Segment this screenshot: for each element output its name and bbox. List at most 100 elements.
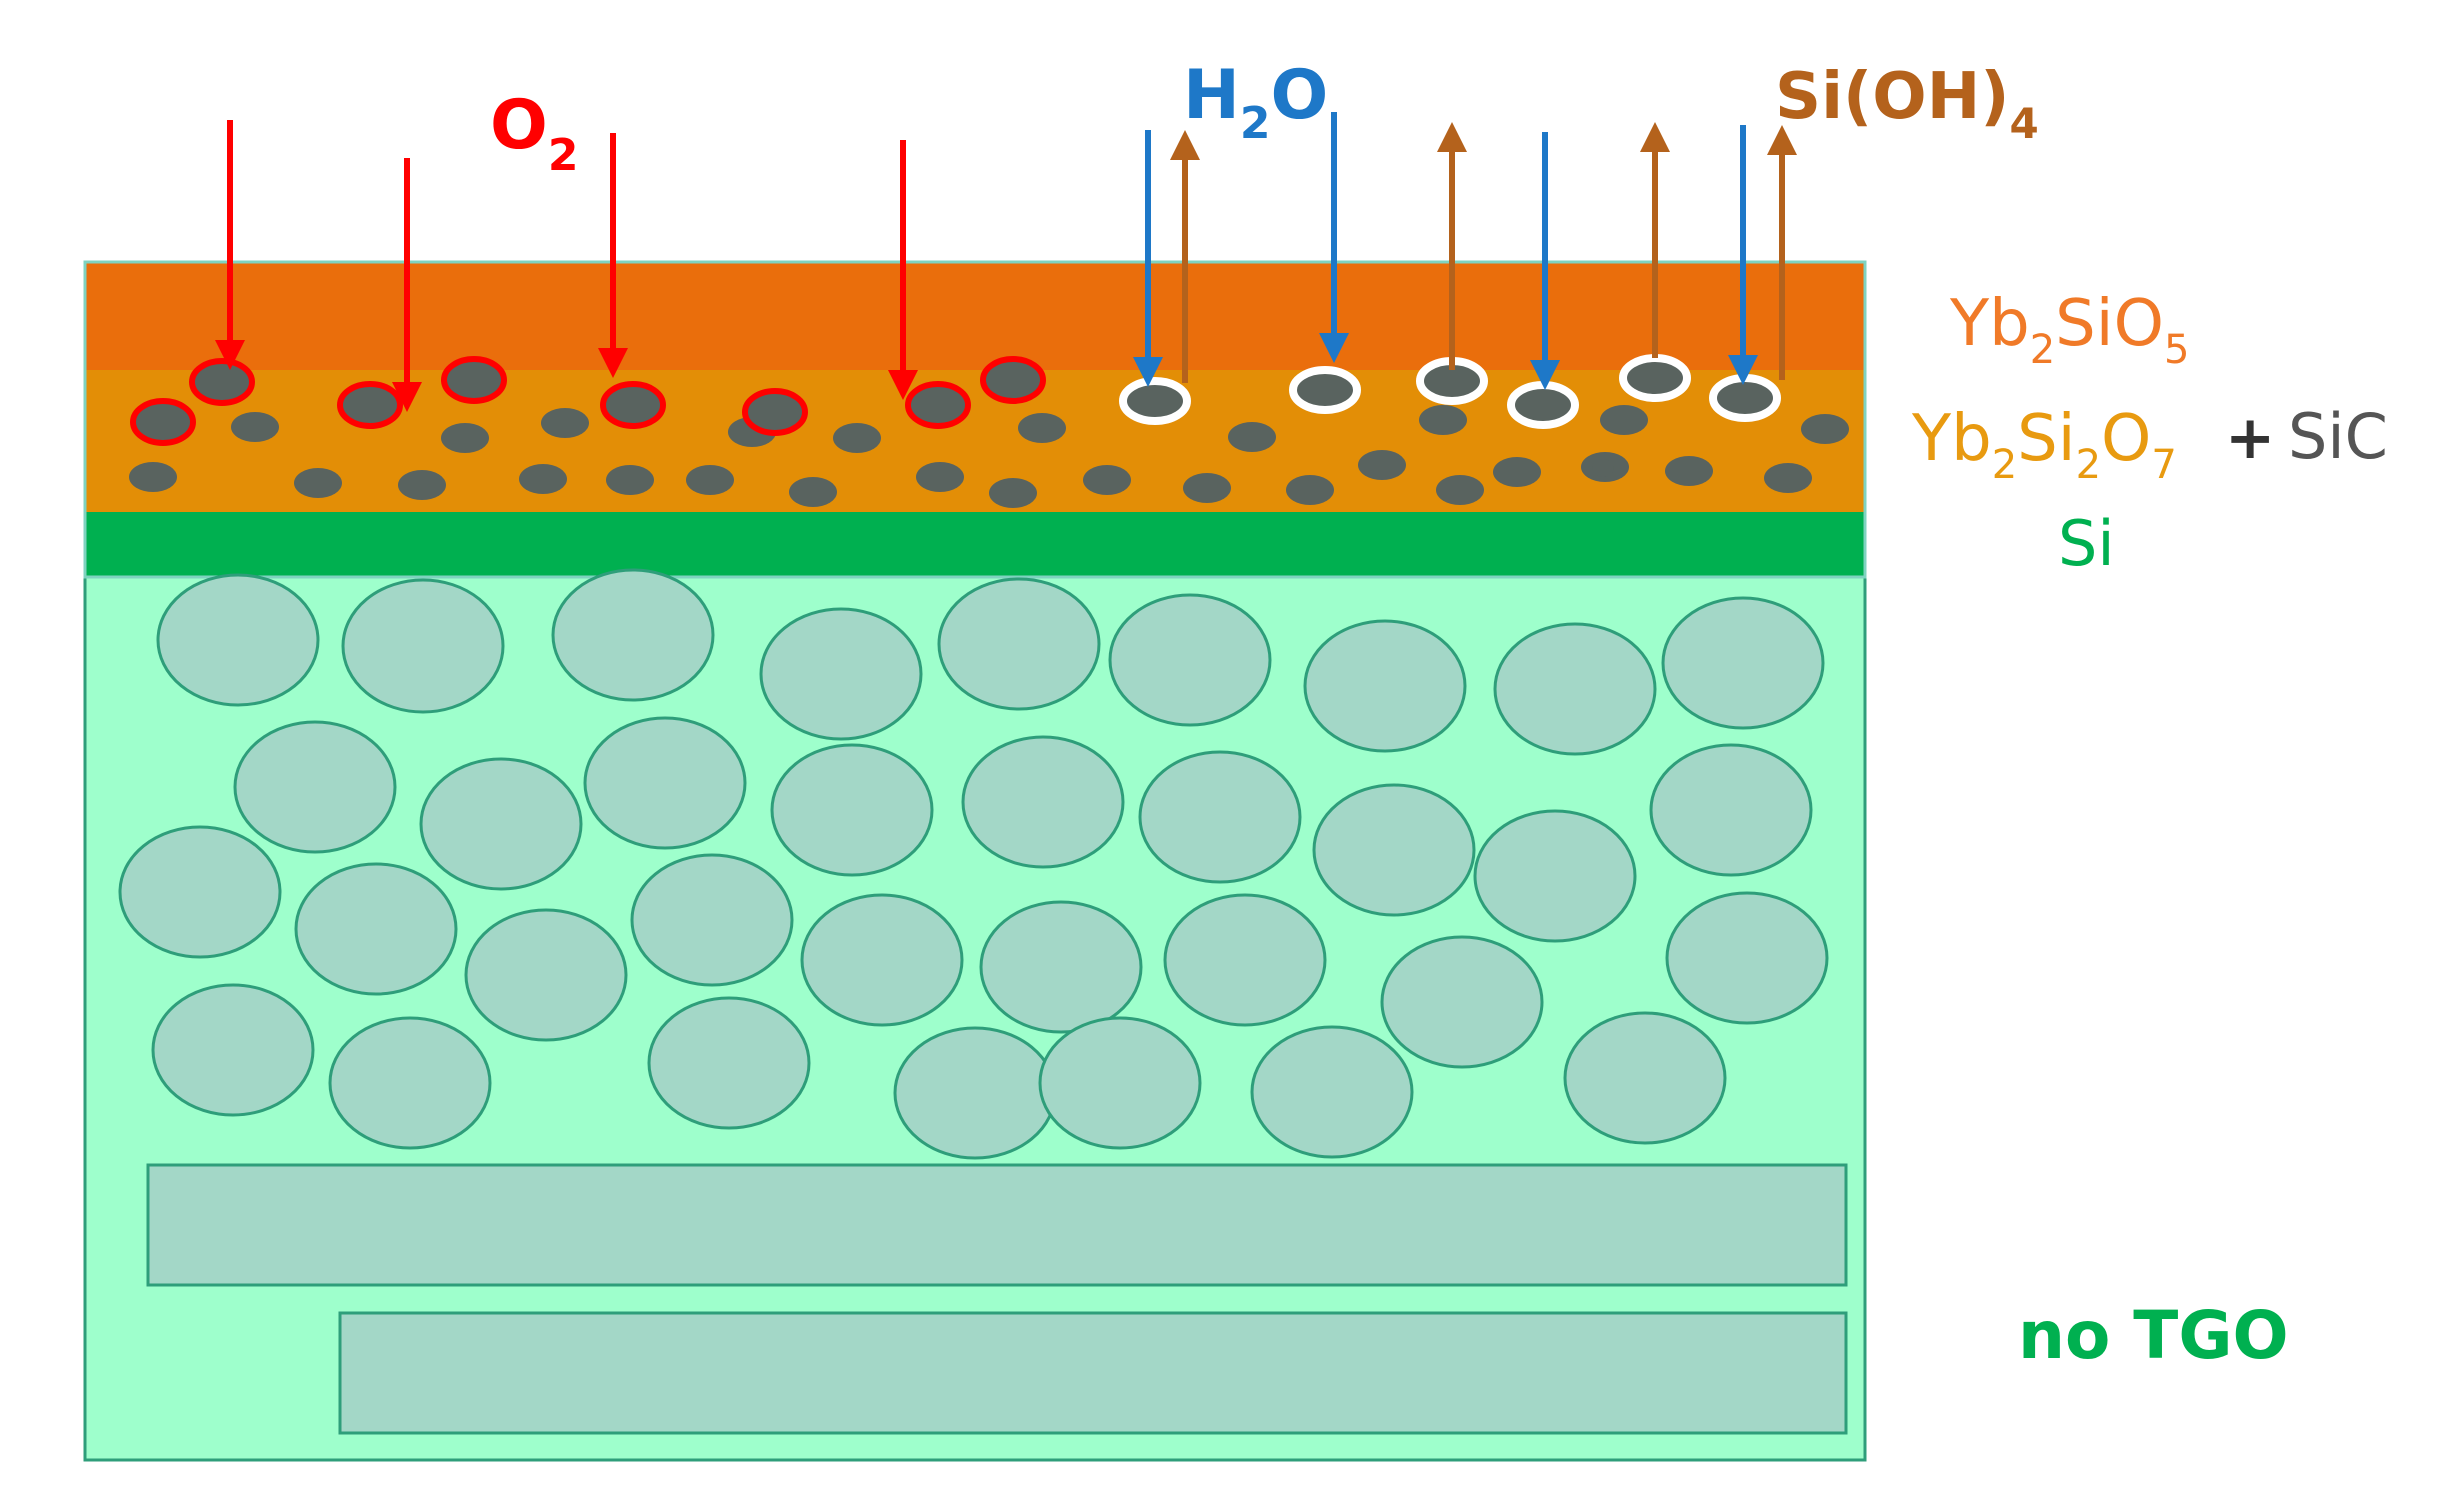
oxidized-sic-particle xyxy=(600,381,666,429)
o2-arrow-head xyxy=(598,348,628,378)
fiber xyxy=(1563,1011,1727,1145)
sic-particle xyxy=(833,423,881,453)
oxidized-sic-particle xyxy=(337,381,403,429)
sic-particle xyxy=(1228,422,1276,452)
o2-arrow-head xyxy=(888,370,918,400)
volatilized-sic-particle xyxy=(1507,381,1579,429)
fiber xyxy=(464,908,628,1042)
fiber xyxy=(937,577,1101,711)
yb2sio5-layer xyxy=(85,262,1865,372)
fiber xyxy=(759,607,923,741)
sic-particle xyxy=(789,477,837,507)
sic-particle xyxy=(398,470,446,500)
sic-particle xyxy=(1764,463,1812,493)
fiber xyxy=(156,573,320,707)
coating-outline xyxy=(83,260,1867,579)
fiber-group xyxy=(118,568,1829,1160)
fiber xyxy=(961,735,1125,869)
sic-particle xyxy=(1493,457,1541,487)
fiber xyxy=(770,743,934,877)
sic-particle xyxy=(1436,475,1484,505)
sic-particle xyxy=(686,465,734,495)
sic-particle xyxy=(1183,473,1231,503)
fiber xyxy=(419,757,583,891)
sioh4-arrow-head xyxy=(1640,122,1670,152)
h2o-arrow-head xyxy=(1319,333,1349,363)
h2o-arrow-head xyxy=(1530,360,1560,390)
fiber xyxy=(1380,935,1544,1069)
fiber xyxy=(1108,593,1272,727)
label-sic: SiC xyxy=(2288,400,2388,473)
fiber xyxy=(1038,1016,1202,1150)
fiber xyxy=(583,716,747,850)
oxidized-sic-particle xyxy=(441,356,507,404)
oxidized-sic-particle xyxy=(130,398,196,446)
fiber xyxy=(893,1026,1057,1160)
fiber xyxy=(1250,1025,1414,1159)
sic-particle xyxy=(294,468,342,498)
si-bond-layer xyxy=(85,512,1865,577)
sic-particle xyxy=(1801,414,1849,444)
fiber xyxy=(118,825,282,959)
sic-particle xyxy=(916,462,964,492)
fiber-bundle-lower xyxy=(338,1311,1848,1435)
h2o-arrow-head xyxy=(1728,355,1758,385)
fiber xyxy=(328,1016,492,1150)
fiber xyxy=(341,578,505,714)
oxidized-sic-particle xyxy=(742,388,808,436)
fiber xyxy=(1303,619,1467,753)
fiber xyxy=(1138,750,1302,884)
volatilized-sic-particle xyxy=(1119,377,1191,425)
label-si: Si xyxy=(2058,507,2115,580)
h2o-arrow-head xyxy=(1133,357,1163,387)
sic-particle xyxy=(1358,450,1406,480)
volatilized-sic-particle xyxy=(1289,366,1361,414)
label-yb2si2o7: Yb2Si2O7 xyxy=(1911,402,2177,488)
fiber xyxy=(1312,783,1476,917)
oxidized-sic-particle xyxy=(189,358,255,406)
fiber-bundle-upper xyxy=(146,1163,1848,1287)
label-yb2sio5: Yb2SiO5 xyxy=(1949,287,2189,373)
oxidized-sic-particle xyxy=(980,356,1046,404)
sic-particle xyxy=(989,478,1037,508)
fiber xyxy=(551,568,715,702)
fiber xyxy=(647,996,811,1130)
sic-particle xyxy=(1419,405,1467,435)
sic-particle xyxy=(541,408,589,438)
sic-particle xyxy=(231,412,279,442)
fiber xyxy=(1493,622,1657,756)
fiber xyxy=(151,983,315,1117)
fiber xyxy=(233,720,397,854)
volatilized-sic-particle xyxy=(1619,354,1691,402)
sic-particle xyxy=(1665,456,1713,486)
o2-arrow-head xyxy=(392,382,422,412)
sic-particle xyxy=(1592,459,1614,477)
fiber xyxy=(294,862,458,996)
sic-particle xyxy=(1018,413,1066,443)
volatilized-sic-particle xyxy=(1709,374,1781,422)
fiber xyxy=(1649,743,1813,877)
sioh4-arrow-head xyxy=(1437,122,1467,152)
label-no-tgo: no TGO xyxy=(2018,1297,2289,1374)
sic-particle xyxy=(606,465,654,495)
fiber xyxy=(630,853,794,987)
fiber xyxy=(1665,891,1829,1025)
sioh4-arrow-head xyxy=(1767,125,1797,155)
fiber xyxy=(1163,893,1327,1027)
sic-particle xyxy=(1083,465,1131,495)
sic-particle xyxy=(1600,405,1648,435)
sioh4-arrow-head xyxy=(1170,130,1200,160)
label-sioh4: Si(OH)4 xyxy=(1775,60,2039,148)
arrow-group xyxy=(215,112,1797,412)
fiber xyxy=(1661,596,1825,730)
fiber xyxy=(800,893,964,1027)
label-plus: + xyxy=(2225,403,2275,473)
label-o2: O2 xyxy=(490,86,578,181)
fiber xyxy=(1473,809,1637,943)
oxidized-sic-particle xyxy=(905,381,971,429)
sic-particle xyxy=(441,423,489,453)
label-h2o: H2O xyxy=(1183,56,1328,149)
sic-particle xyxy=(1286,475,1334,505)
fiber xyxy=(979,900,1143,1034)
